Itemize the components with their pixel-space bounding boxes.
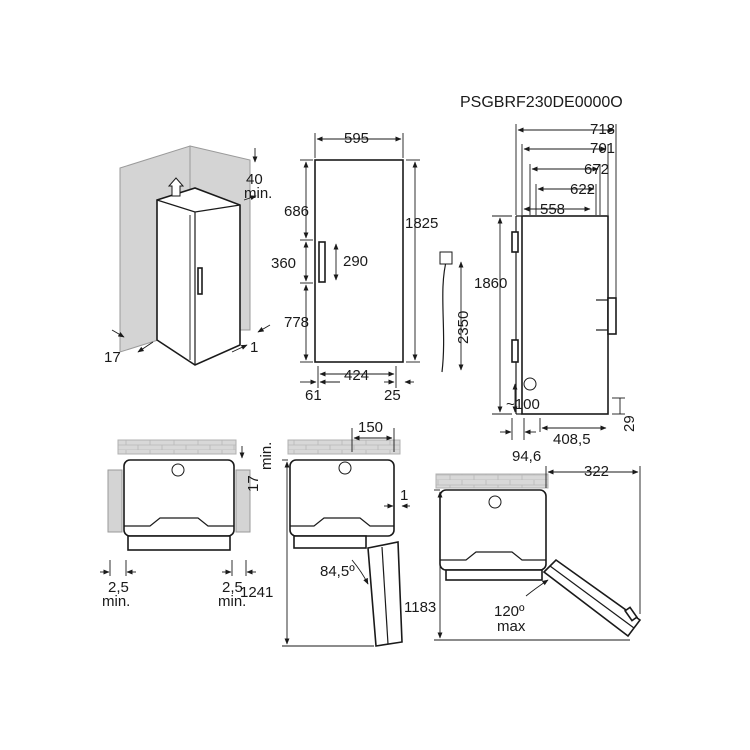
power-symbol-icon xyxy=(338,461,352,475)
plan-door-open: 150 1 84,5º 1241 xyxy=(240,419,410,647)
front-width: 595 xyxy=(344,130,369,147)
front-right-offset: 25 xyxy=(384,387,401,404)
side-depth-558: 558 xyxy=(540,201,565,218)
plan-rear-gap: 17 xyxy=(245,475,262,492)
side-height: 1860 xyxy=(474,275,507,292)
front-view: 595 1825 686 360 778 290 424 61 25 xyxy=(271,130,438,404)
front-bottom-span: 424 xyxy=(344,367,369,384)
side-depth-622: 622 xyxy=(570,181,595,198)
plan-rear-gap-unit: min. xyxy=(258,442,275,470)
side-handle xyxy=(607,297,617,335)
front-upper: 686 xyxy=(284,203,309,220)
plan120-depth: 1183 xyxy=(404,599,436,616)
plan120-angle: 120º xyxy=(494,603,525,620)
plan120-swing: 322 xyxy=(584,463,609,480)
plan90-angle: 84,5º xyxy=(320,563,355,580)
side-view: 718 701 672 622 558 1860 ~100 29 408,5 9… xyxy=(474,121,638,465)
power-symbol-icon xyxy=(523,377,537,391)
front-height: 1825 xyxy=(405,215,438,232)
power-symbol-icon xyxy=(171,463,185,477)
plan90-width-clear: 150 xyxy=(358,419,383,436)
plan-left-gap: 2,5 xyxy=(108,579,129,596)
side-depth-672: 672 xyxy=(584,161,609,178)
side-depth-701: 701 xyxy=(590,140,615,157)
perspective-side-right: 1 xyxy=(250,339,258,356)
perspective-top-gap: 40 xyxy=(246,171,263,188)
plan-installation: 17 min. 2,5 min. 2,5 min. xyxy=(100,439,275,610)
plan-right-gap: 2,5 xyxy=(222,579,243,596)
power-cord: 2350 xyxy=(439,251,472,373)
side-hinge-bottom xyxy=(511,339,519,363)
plug-icon xyxy=(439,251,453,265)
plan-door-max: 322 1183 120º max xyxy=(404,463,642,641)
plan120-angle-unit: max xyxy=(497,618,526,635)
perspective-handle xyxy=(197,267,203,295)
perspective-side-left: 17 xyxy=(104,349,121,366)
perspective-view: 40 min. 17 1 xyxy=(104,145,272,366)
perspective-top-gap-unit: min. xyxy=(244,185,272,202)
plan90-depth: 1241 xyxy=(240,584,273,601)
side-foot-height: 29 xyxy=(621,415,638,432)
plan120-handle xyxy=(623,606,639,622)
front-left-offset: 61 xyxy=(305,387,322,404)
side-offset: 94,6 xyxy=(512,448,541,465)
front-lower: 778 xyxy=(284,314,309,331)
plan90-side-gap: 1 xyxy=(400,487,408,504)
plan-left-unit: min. xyxy=(102,593,130,610)
plan-right-unit: min. xyxy=(218,593,246,610)
front-handle-length: 290 xyxy=(343,253,368,270)
side-foot-depth: 408,5 xyxy=(553,431,591,448)
power-symbol-icon xyxy=(488,495,502,509)
front-handle xyxy=(318,241,326,283)
front-handle-zone: 360 xyxy=(271,255,296,272)
model-code: PSGBRF230DE0000O xyxy=(460,94,623,111)
side-hinge-top xyxy=(511,231,519,253)
cord-length: 2350 xyxy=(455,311,472,344)
side-clearance: ~100 xyxy=(506,396,540,413)
up-arrow-icon xyxy=(167,177,185,197)
side-depth-718: 718 xyxy=(590,121,615,138)
